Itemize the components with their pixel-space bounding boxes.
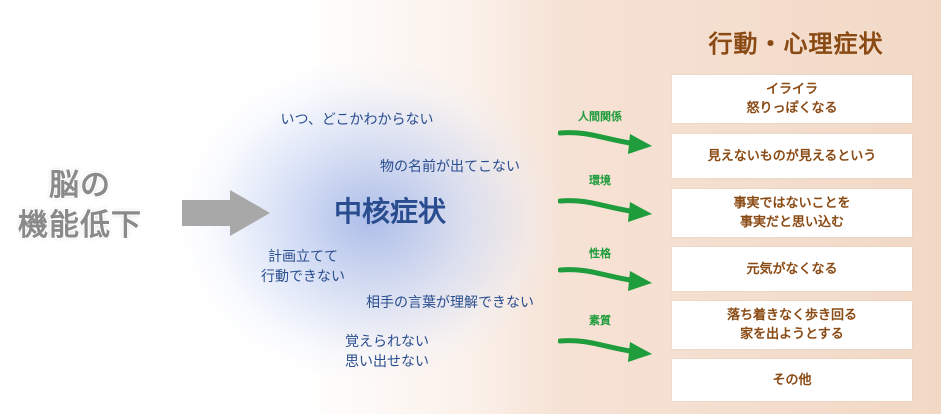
bpsd-box: その他 bbox=[672, 359, 912, 401]
bpsd-box: イライラ 怒りっぽくなる bbox=[672, 75, 912, 123]
core-item: 相手の言葉が理解できない bbox=[366, 295, 534, 311]
brain-line-1: 脳の bbox=[49, 168, 111, 203]
green-arrow-icon bbox=[558, 338, 652, 362]
big-arrow-icon bbox=[182, 190, 270, 236]
brain-dysfunction-label: 脳の 機能低下 bbox=[0, 166, 160, 246]
bpsd-box: 事実ではないことを 事実だと思い込む bbox=[672, 189, 912, 237]
core-item: 物の名前が出てこない bbox=[380, 159, 520, 175]
core-item: 計画立てて 行動できない bbox=[261, 249, 345, 285]
bpsd-box: 落ち着きなく歩き回る 家を出ようとする bbox=[672, 301, 912, 349]
bpsd-title: 行動・心理症状 bbox=[708, 30, 884, 58]
core-item: 覚えられない 思い出せない bbox=[345, 334, 429, 370]
factor-label-environment: 環境 bbox=[589, 174, 611, 187]
factor-label-human-relations: 人間関係 bbox=[578, 110, 622, 123]
core-item: いつ、どこかわからない bbox=[280, 112, 434, 128]
green-arrow-icon bbox=[558, 130, 652, 154]
bpsd-box: 元気がなくなる bbox=[672, 247, 912, 291]
core-symptoms-title: 中核症状 bbox=[333, 195, 446, 228]
factor-label-personality: 性格 bbox=[589, 247, 611, 260]
green-arrow-icon bbox=[558, 198, 652, 222]
bpsd-box: 見えないものが見えるという bbox=[672, 134, 912, 178]
green-arrow-icon bbox=[558, 267, 652, 291]
factor-label-disposition: 素質 bbox=[589, 314, 611, 327]
brain-line-2: 機能低下 bbox=[18, 208, 142, 243]
